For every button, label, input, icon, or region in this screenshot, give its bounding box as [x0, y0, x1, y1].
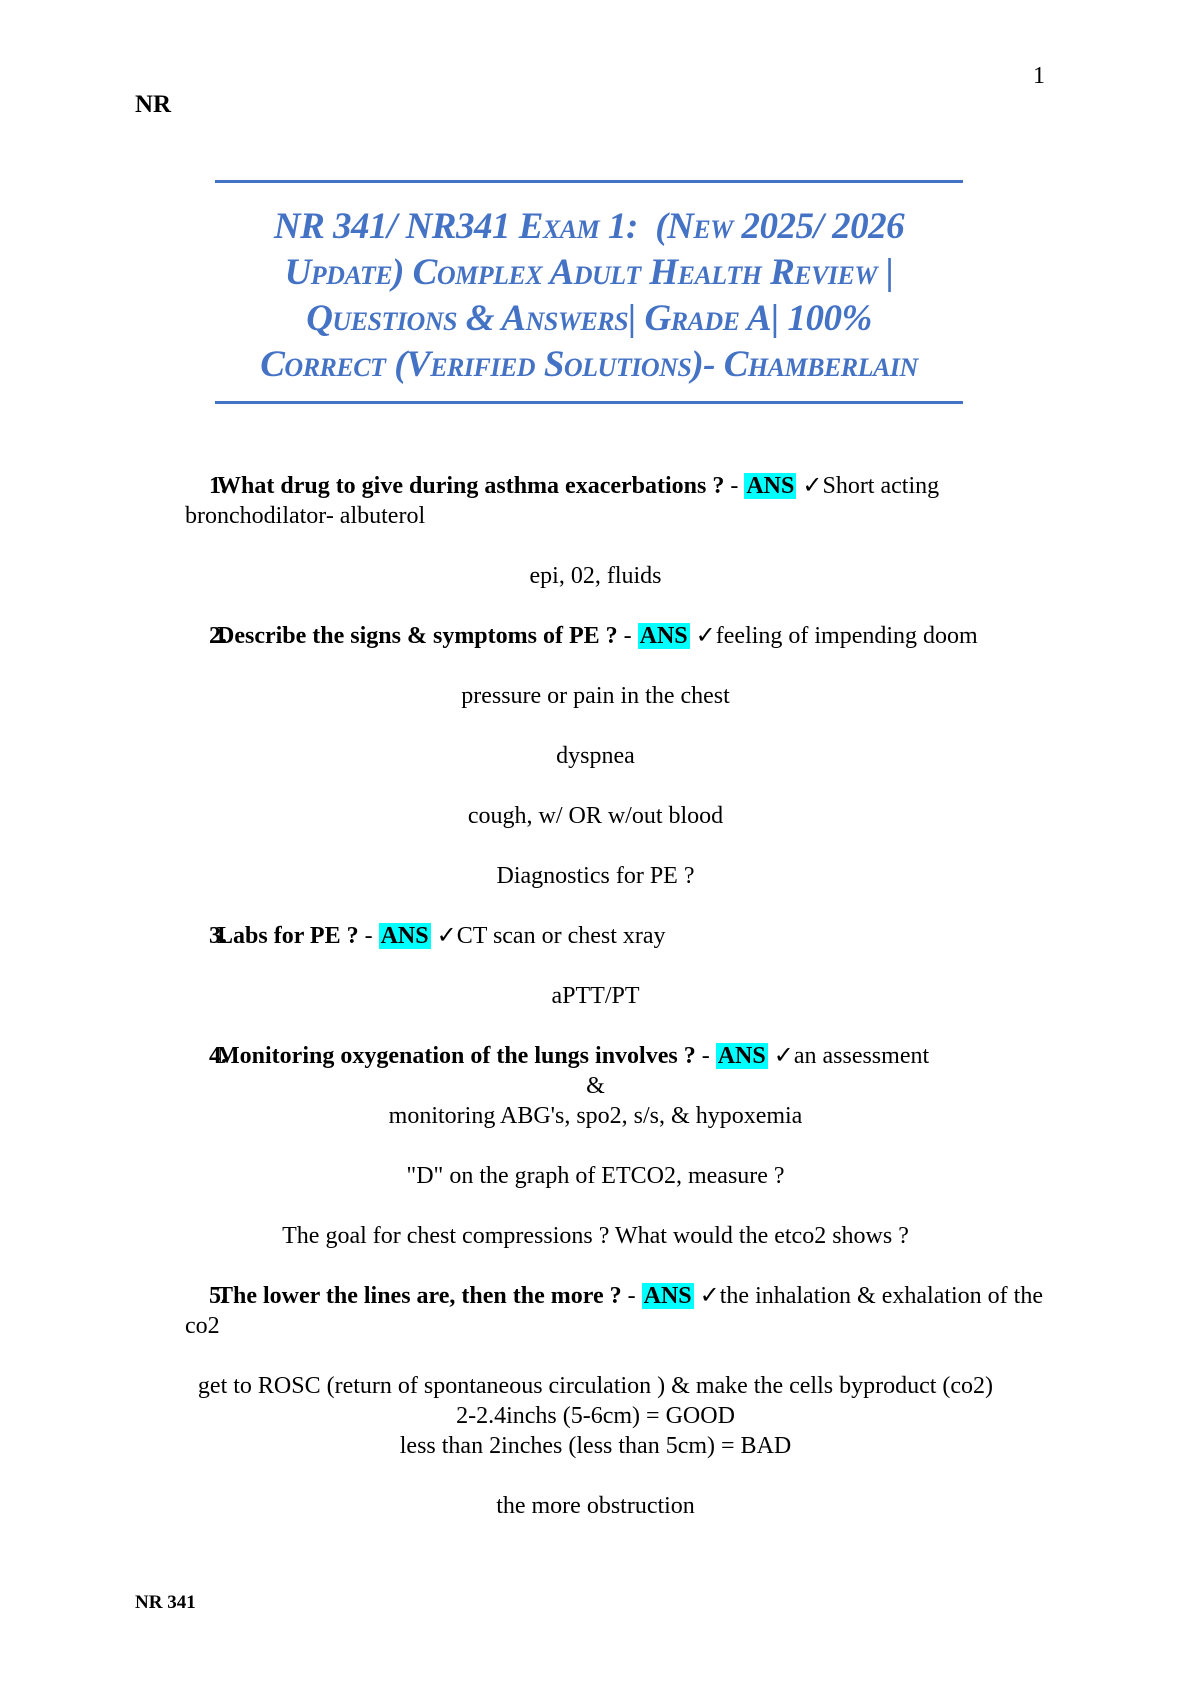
answer-text: ✓an assessment [767, 1043, 930, 1069]
centered-text-block: pressure or pain in the chest [135, 681, 1056, 711]
question-text: Labs for PE ? [217, 923, 359, 949]
title-line: Update) Complex Adult Health Review | [284, 252, 894, 293]
question-item: 5.The lower the lines are, then the more… [135, 1281, 1056, 1341]
centered-text-block: The goal for chest compressions ? What w… [135, 1221, 1056, 1251]
centered-line: get to ROSC (return of spontaneous circu… [197, 1373, 994, 1399]
centered-text-block: dyspnea [135, 741, 1056, 771]
answer-centered-line: & [586, 1073, 605, 1099]
footer-course-code: NR 341 [135, 1592, 196, 1613]
centered-text-block: cough, w/ OR w/out blood [135, 801, 1056, 831]
answer-separator: - [621, 1283, 642, 1309]
title-line: NR 341/ NR341 Exam 1: (New 2025/ 2026 [273, 206, 905, 247]
centered-line: The goal for chest compressions ? What w… [282, 1223, 909, 1249]
title-block: NR 341/ NR341 Exam 1: (New 2025/ 2026 Up… [215, 180, 963, 404]
ans-highlight: ANS [378, 923, 431, 949]
ans-highlight: ANS [637, 623, 690, 649]
answer-separator: - [358, 923, 379, 949]
answer-separator: - [695, 1043, 716, 1069]
centered-text-block: aPTT/PT [135, 981, 1056, 1011]
question-text: Monitoring oxygenation of the lungs invo… [217, 1043, 696, 1069]
answer-separator: - [724, 473, 745, 499]
question-text: Describe the signs & symptoms of PE ? [217, 623, 618, 649]
centered-line: less than 2inches (less than 5cm) = BAD [399, 1433, 792, 1459]
centered-line: Diagnostics for PE ? [496, 863, 695, 889]
ans-highlight: ANS [715, 1043, 768, 1069]
title-rule-top [215, 180, 963, 183]
centered-line: the more obstruction [496, 1493, 695, 1519]
centered-text-block: "D" on the graph of ETCO2, measure ? [135, 1161, 1056, 1191]
answer-separator: - [617, 623, 638, 649]
title-line: Correct (Verified Solutions)- Chamberlai… [260, 344, 918, 385]
answer-text: ✓feeling of impending doom [689, 623, 978, 649]
centered-line: aPTT/PT [551, 983, 640, 1009]
centered-line: pressure or pain in the chest [461, 683, 730, 709]
question-first-line: 2.Describe the signs & symptoms of PE ? … [185, 621, 1056, 651]
title-line: Questions & Answers| Grade A| 100% [306, 298, 872, 339]
document-title: NR 341/ NR341 Exam 1: (New 2025/ 2026 Up… [215, 183, 963, 401]
question-item: 3.Labs for PE ? - ANS ✓CT scan or chest … [135, 921, 1056, 951]
answer-text: ✓the inhalation & exhalation of the [693, 1283, 1043, 1309]
question-item: 4.Monitoring oxygenation of the lungs in… [135, 1041, 1056, 1131]
centered-line: cough, w/ OR w/out blood [467, 803, 724, 829]
question-number: 2. [209, 623, 227, 649]
ans-highlight: ANS [744, 473, 797, 499]
question-first-line: 5.The lower the lines are, then the more… [185, 1281, 1056, 1311]
question-text: The lower the lines are, then the more ? [217, 1283, 622, 1309]
document-content: 1.What drug to give during asthma exacer… [135, 471, 1056, 1551]
answer-text: ✓CT scan or chest xray [430, 923, 666, 949]
title-rule-bottom [215, 401, 963, 404]
centered-line: "D" on the graph of ETCO2, measure ? [406, 1163, 785, 1189]
question-number: 4. [209, 1043, 227, 1069]
centered-line: 2-2.4inchs (5-6cm) = GOOD [456, 1403, 735, 1429]
question-number: 1. [209, 473, 227, 499]
centered-line: epi, 02, fluids [529, 563, 662, 589]
question-text: What drug to give during asthma exacerba… [217, 473, 725, 499]
question-number: 3. [209, 923, 227, 949]
question-item: 1.What drug to give during asthma exacer… [135, 471, 1056, 531]
answer-continuation-line: co2 [185, 1313, 220, 1339]
centered-text-block: epi, 02, fluids [135, 561, 1056, 591]
answer-centered-line: monitoring ABG's, spo2, s/s, & hypoxemia [388, 1103, 803, 1129]
answer-text: ✓Short acting [796, 473, 940, 499]
question-item: 2.Describe the signs & symptoms of PE ? … [135, 621, 1056, 651]
header-course-code: NR [135, 91, 172, 118]
page-number: 1 [1033, 63, 1045, 89]
centered-text-block: the more obstruction [135, 1491, 1056, 1521]
question-first-line: 1.What drug to give during asthma exacer… [185, 471, 1056, 501]
question-number: 5. [209, 1283, 227, 1309]
question-first-line: 3.Labs for PE ? - ANS ✓CT scan or chest … [185, 921, 1056, 951]
centered-text-block: Diagnostics for PE ? [135, 861, 1056, 891]
centered-text-block: get to ROSC (return of spontaneous circu… [135, 1371, 1056, 1461]
ans-highlight: ANS [641, 1283, 694, 1309]
centered-line: dyspnea [556, 743, 635, 769]
answer-continuation-line: bronchodilator- albuterol [185, 503, 426, 529]
question-first-line: 4.Monitoring oxygenation of the lungs in… [185, 1041, 1056, 1071]
